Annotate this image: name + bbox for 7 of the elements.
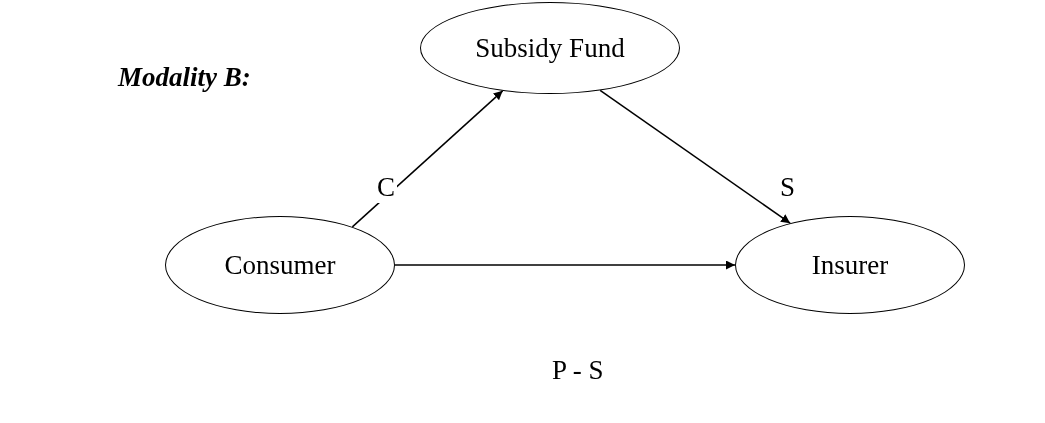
arrow <box>599 89 791 224</box>
node-label: Subsidy Fund <box>475 32 625 64</box>
diagram-title: Modality B: <box>118 62 251 93</box>
arrow <box>394 260 736 270</box>
node-label: Insurer <box>811 249 889 281</box>
arrow <box>351 90 504 228</box>
node-label: Consumer <box>224 249 336 281</box>
